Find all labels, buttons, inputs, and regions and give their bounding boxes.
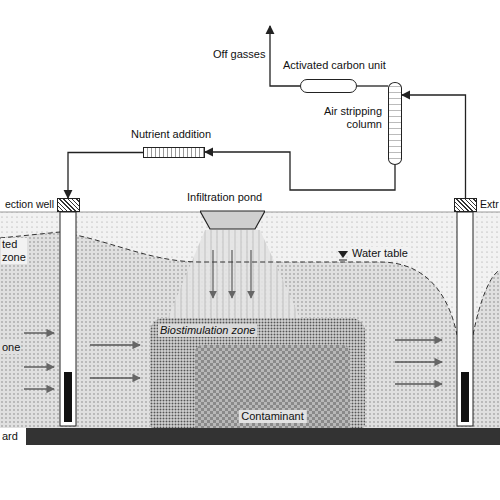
pipe-connector xyxy=(205,152,395,190)
water-table-symbol xyxy=(339,260,347,261)
node-label: Biostimulation zone xyxy=(158,324,257,337)
infiltration-plume xyxy=(168,230,300,318)
extraction-wellhead: Extr xyxy=(454,198,477,212)
node-label: Nutrient addition xyxy=(131,128,211,141)
off-gas-arrow xyxy=(270,26,300,86)
flow-arrow xyxy=(90,344,140,345)
water-table-symbol xyxy=(338,251,348,258)
infiltration-pond: Infiltration pond xyxy=(200,210,265,230)
blank-ground xyxy=(0,445,500,500)
pond-shape xyxy=(200,211,265,229)
pipe-connector xyxy=(402,95,466,198)
flow-arrow xyxy=(24,388,54,389)
well-screen xyxy=(461,372,469,422)
flow-arrow xyxy=(24,366,54,367)
well-casing xyxy=(457,212,473,426)
activated-carbon-unit: Activated carbon unit xyxy=(300,79,357,93)
biostimulation-zone: Biostimulation zoneContaminant xyxy=(150,318,365,428)
flow-arrow xyxy=(90,377,140,378)
pond-outline xyxy=(200,210,265,230)
water-table-label: Water table xyxy=(351,247,409,260)
flow-arrow xyxy=(395,361,442,362)
node-label: Activated carbon unit xyxy=(283,59,386,72)
node-label: ection well xyxy=(5,198,54,211)
aquitard-layer xyxy=(26,428,500,445)
flow-arrow xyxy=(24,332,54,333)
flow-arrow xyxy=(231,250,232,298)
flow-arrow xyxy=(250,250,251,298)
injection-wellhead: ection well xyxy=(57,198,80,212)
pipe-connector xyxy=(68,153,143,199)
well-casing xyxy=(60,212,76,426)
zone-label: ted zone xyxy=(1,238,27,264)
node-label: Contaminant xyxy=(238,410,306,423)
flow-arrow xyxy=(395,339,442,340)
node-label: Air stripping column xyxy=(302,105,382,131)
off-gas-label: Off gasses xyxy=(212,48,266,61)
node-label: Extr xyxy=(480,198,499,211)
zone-label: one xyxy=(1,341,21,354)
contaminant-zone: Contaminant xyxy=(195,345,350,428)
layer-label: ard xyxy=(1,430,19,443)
water-table-curve xyxy=(473,270,500,335)
pipe-connector xyxy=(357,85,388,86)
well-screen xyxy=(64,372,72,422)
nutrient-addition-unit: Nutrient addition xyxy=(143,147,205,158)
unsaturated-zone xyxy=(0,212,500,428)
infiltration-arrows xyxy=(213,250,251,298)
node-label: Infiltration pond xyxy=(187,191,262,204)
flow-arrow xyxy=(212,250,213,298)
air-stripping-column: Air stripping column xyxy=(388,82,402,165)
flow-arrow xyxy=(395,383,442,384)
